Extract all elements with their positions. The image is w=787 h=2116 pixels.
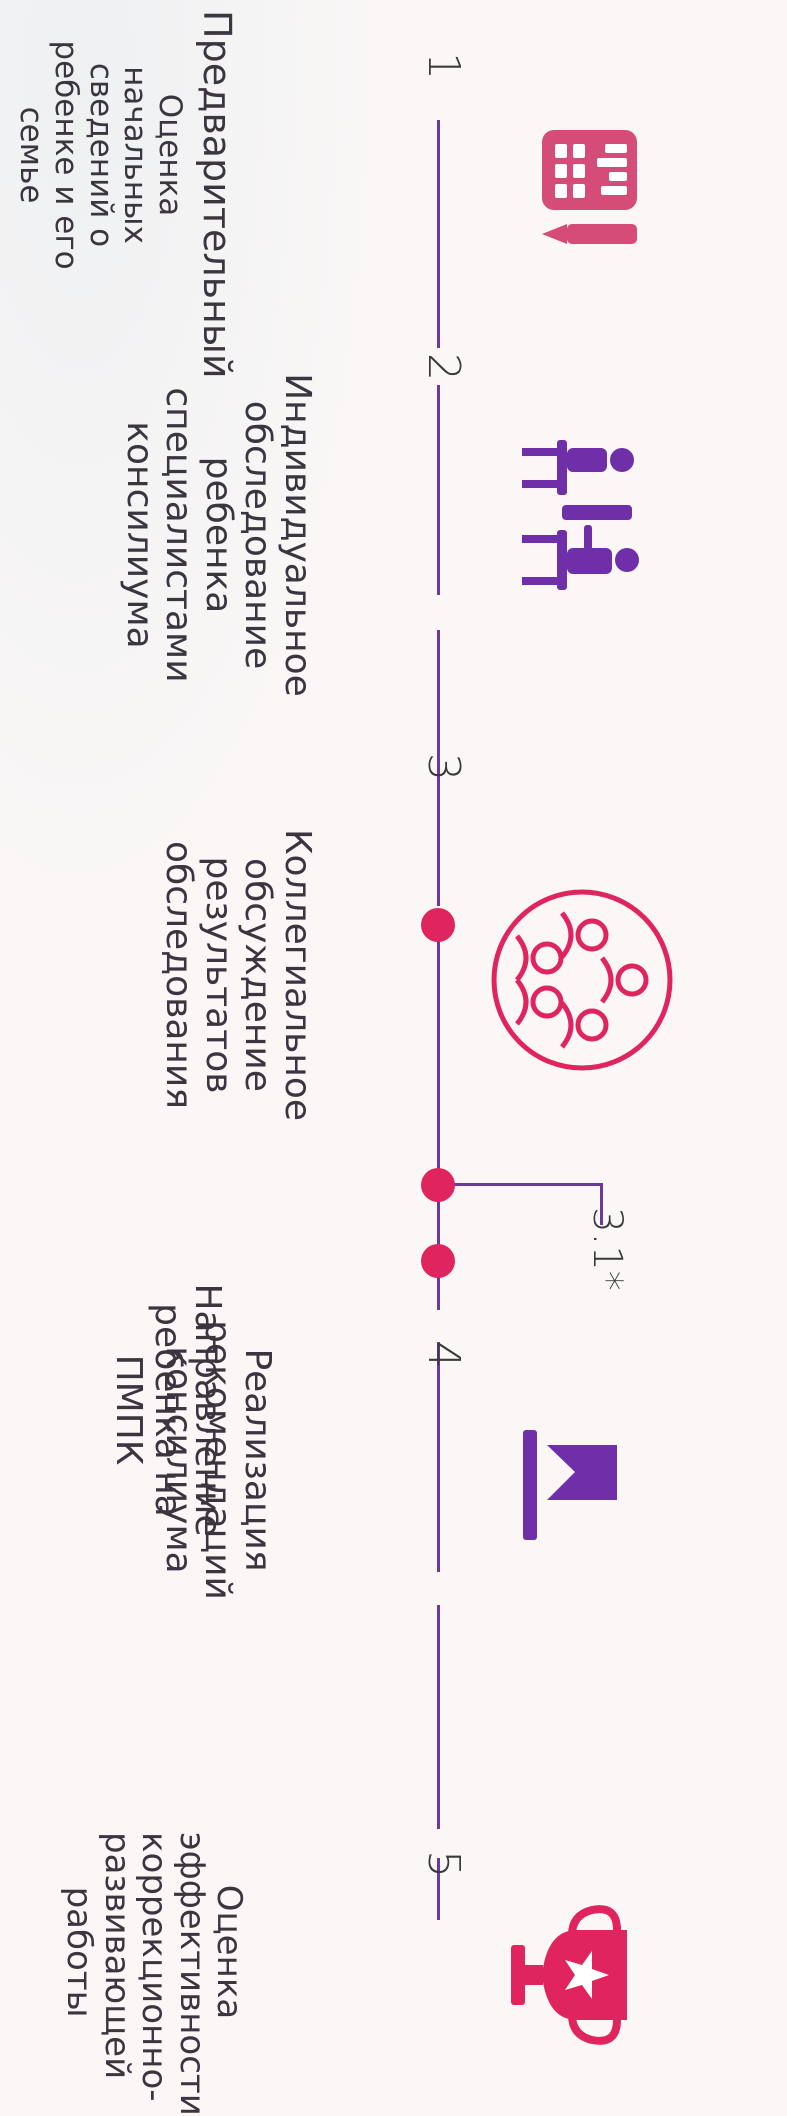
step-subtitle-1: Оценка начальных сведений о ребенке и ег… — [13, 40, 188, 270]
step-number-2: 2 — [418, 353, 469, 381]
branch-connector — [438, 1183, 603, 1186]
branch-number: 3.1* — [584, 1207, 630, 1291]
process-timeline: 1 2 3 4 5 3.1* Предварительный Оценка на… — [13, 10, 682, 2116]
timeline-dot — [421, 908, 455, 942]
step-number-3: 3 — [418, 753, 469, 781]
timeline-segment — [437, 385, 440, 595]
timeline-segment — [437, 1605, 440, 1829]
trophy-star-icon — [497, 1900, 647, 2050]
branch-title: Направление ребенка на ПМПК — [107, 1283, 228, 1537]
timeline-dot — [421, 1244, 455, 1278]
calculator-pencil-icon — [517, 120, 667, 270]
bookmark-flag-icon — [507, 1420, 647, 1550]
step-title-3: Коллегиальное обсуждение результатов обс… — [158, 828, 318, 1122]
student-teacher-icon — [512, 430, 662, 600]
step-title-1: Предварительный — [195, 10, 239, 379]
step-title-5: Оценка эффективности коррекционно-развив… — [59, 1832, 249, 2116]
timeline-dot — [421, 1168, 455, 1202]
step-number-1: 1 — [418, 52, 469, 80]
timeline-segment — [437, 120, 440, 348]
step-number-5: 5 — [418, 1850, 469, 1878]
team-discussion-icon — [482, 880, 682, 1080]
step-number-4: 4 — [418, 1341, 469, 1369]
step-title-2: Индивидуальное обследование ребенка спец… — [118, 373, 318, 697]
